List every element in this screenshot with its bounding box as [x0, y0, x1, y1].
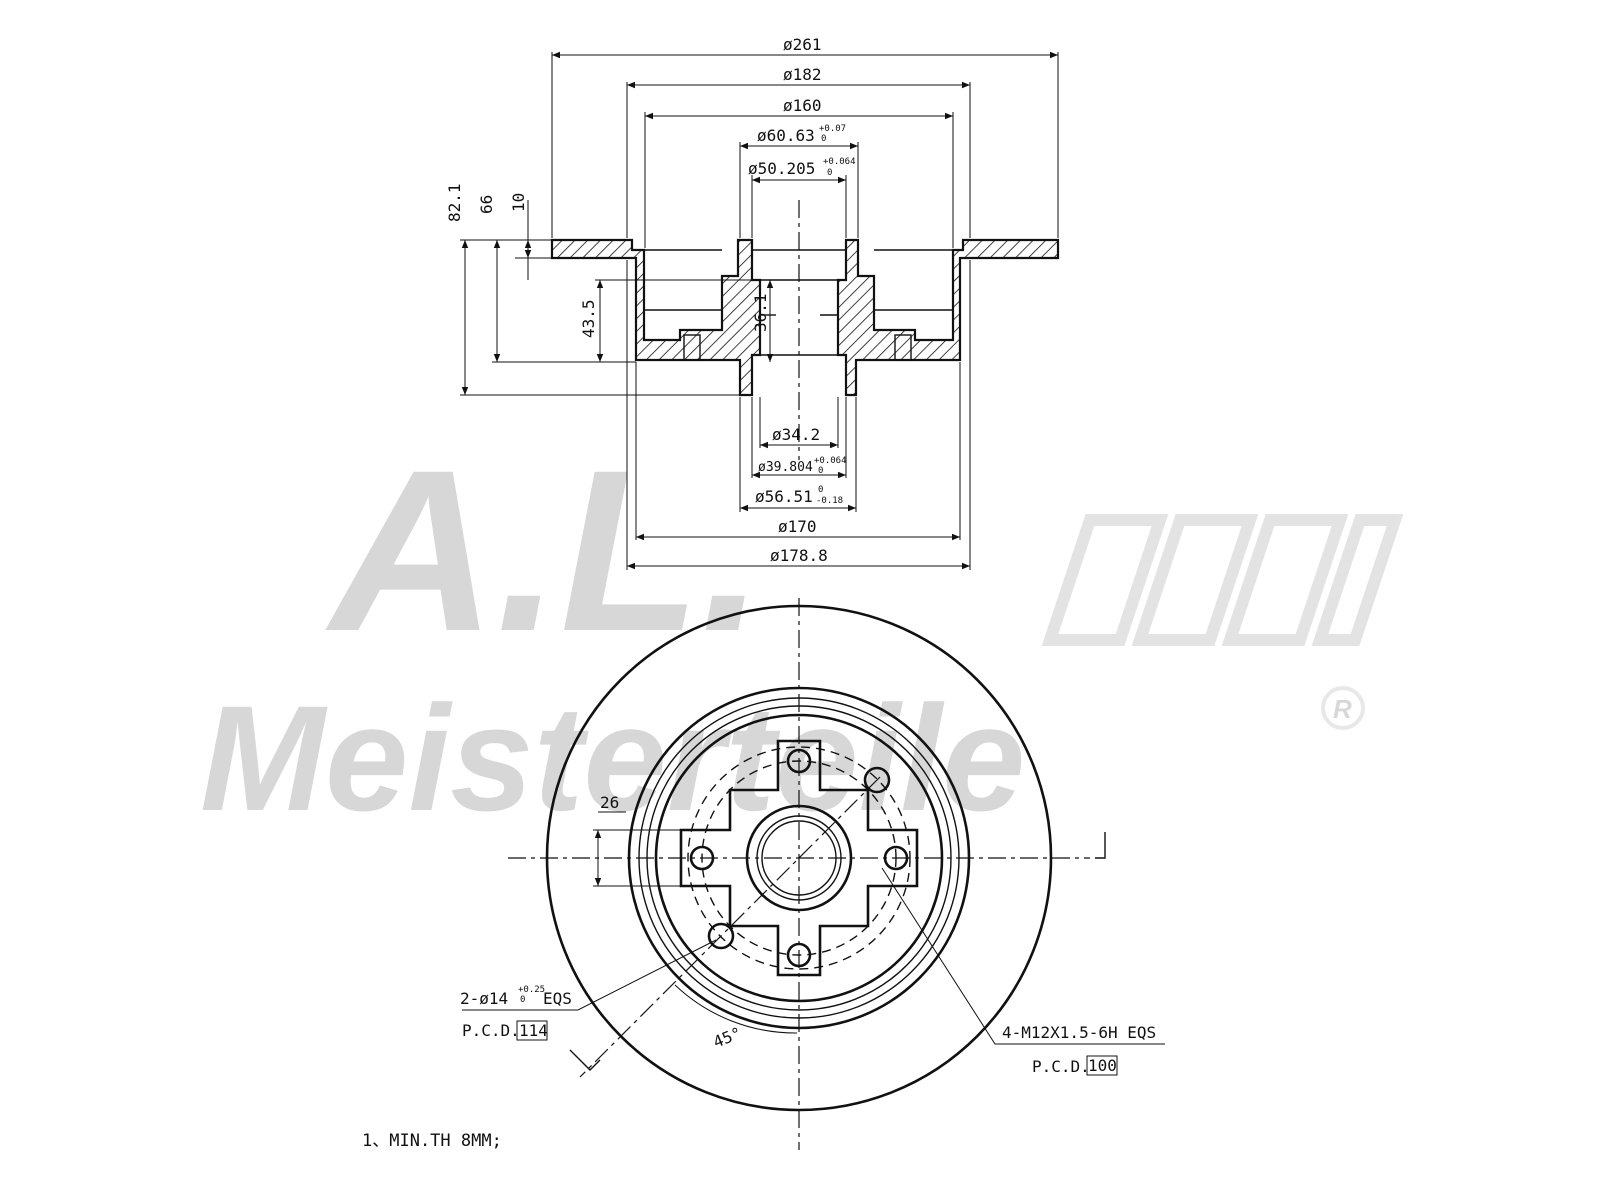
thread-hole-left — [689, 845, 715, 871]
thread-hole-right — [883, 845, 909, 871]
dim-d182: ø182 — [783, 65, 822, 84]
hole-callout-tol-upper: +0.25 — [518, 985, 545, 995]
hat-step — [646, 705, 952, 1011]
hub-ring-outer — [745, 804, 853, 912]
thread-hole-bottom — [786, 942, 812, 968]
dim-d160: ø160 — [783, 96, 822, 115]
dim-45-angle: 45° — [710, 1023, 744, 1051]
locating-hole-bottom-left — [707, 922, 735, 950]
hat-inner — [654, 713, 944, 1003]
bottom-dimension-lines — [627, 441, 970, 570]
section-mark-right — [1095, 832, 1106, 859]
stud-hole-right — [894, 334, 912, 361]
dim-d261: ø261 — [783, 35, 822, 54]
hub-flange — [679, 739, 919, 977]
watermark-monogram: A.L. — [325, 422, 764, 679]
hole-callout-tol-lower: 0 — [520, 995, 525, 1005]
watermark: A.L. Meisterteile R — [200, 422, 1404, 842]
dim-h43: 43.5 — [579, 299, 598, 338]
hole-callout-text: 2-ø14 — [460, 989, 508, 1008]
angle-45-arc — [674, 984, 798, 1034]
pcd-100-circle — [701, 760, 897, 956]
note-min-thickness: 1、MIN.TH 8MM; — [362, 1131, 502, 1151]
section-extension-lines — [551, 52, 1059, 570]
dim-d50-tol-upper: +0.064 — [823, 157, 856, 167]
hat-outer — [638, 697, 960, 1019]
hub-bore — [761, 820, 837, 896]
hole-callout-leader — [462, 939, 717, 1011]
watermark-registered: R — [1333, 694, 1352, 724]
dim-d60-tol-upper: +0.07 — [819, 124, 846, 134]
left-dimension-lines — [460, 200, 774, 396]
dim-d34: ø34.2 — [772, 425, 820, 444]
dim-d39-tol-lower: 0 — [818, 466, 823, 476]
dim-d56-tol-lower: -0.18 — [816, 496, 843, 506]
hub-ring-mid — [756, 815, 842, 901]
top-dimension-lines — [552, 51, 1058, 184]
locating-hole-top-right — [863, 766, 891, 794]
dim-26: 26 — [600, 793, 619, 812]
dim-d178: ø178.8 — [770, 546, 828, 565]
thread-pcd-box — [1086, 1055, 1118, 1076]
stud-hole-left — [683, 334, 701, 361]
thread-callout-leader — [881, 867, 1165, 1045]
thread-hole-top — [786, 748, 812, 774]
dim-h82: 82.1 — [445, 183, 464, 222]
dim-d60-tol-lower: 0 — [821, 134, 826, 144]
dim-d170: ø170 — [778, 517, 817, 536]
dim-h66: 66 — [477, 195, 496, 214]
dim-d60: ø60.63 — [757, 126, 815, 145]
dim-h10: 10 — [509, 193, 528, 212]
dim-d39-tol-upper: +0.064 — [814, 456, 847, 466]
thread-pcd-label: P.C.D. — [1032, 1057, 1090, 1076]
hole-pcd-box — [516, 1020, 548, 1041]
friction-ring-inner — [627, 686, 971, 1030]
dim-d50-tol-lower: 0 — [827, 168, 832, 178]
watermark-bars-logo — [1041, 514, 1404, 646]
thread-pcd-value: 100 — [1088, 1056, 1117, 1075]
dim-d56: ø56.51 — [755, 487, 813, 506]
hole-callout-suffix: EQS — [543, 989, 572, 1008]
section-view: ø261 ø182 ø160 ø60.63 +0.07 0 ø50.205 +0… — [445, 35, 1060, 570]
hole-pcd-value: 114 — [519, 1021, 548, 1040]
angle-45-line — [579, 935, 722, 1078]
section-right — [836, 238, 1060, 397]
dim-d56-tol-upper: 0 — [818, 485, 823, 495]
pcd-114-circle — [687, 746, 911, 970]
disc-outer-edge — [545, 604, 1053, 1112]
hole-pcd-label: P.C.D. — [462, 1021, 520, 1040]
diagonal-centerline — [717, 776, 881, 940]
dim-d39: ø39.804 — [758, 460, 813, 475]
section-mark-bottom-left — [569, 1049, 601, 1071]
watermark-registered-circle — [1321, 686, 1365, 730]
dim-d50: ø50.205 — [748, 159, 815, 178]
thread-callout-text: 4-M12X1.5-6H EQS — [1002, 1023, 1156, 1042]
watermark-brand: Meisterteile — [200, 674, 1025, 842]
dim-h36: 36.1 — [751, 293, 770, 332]
